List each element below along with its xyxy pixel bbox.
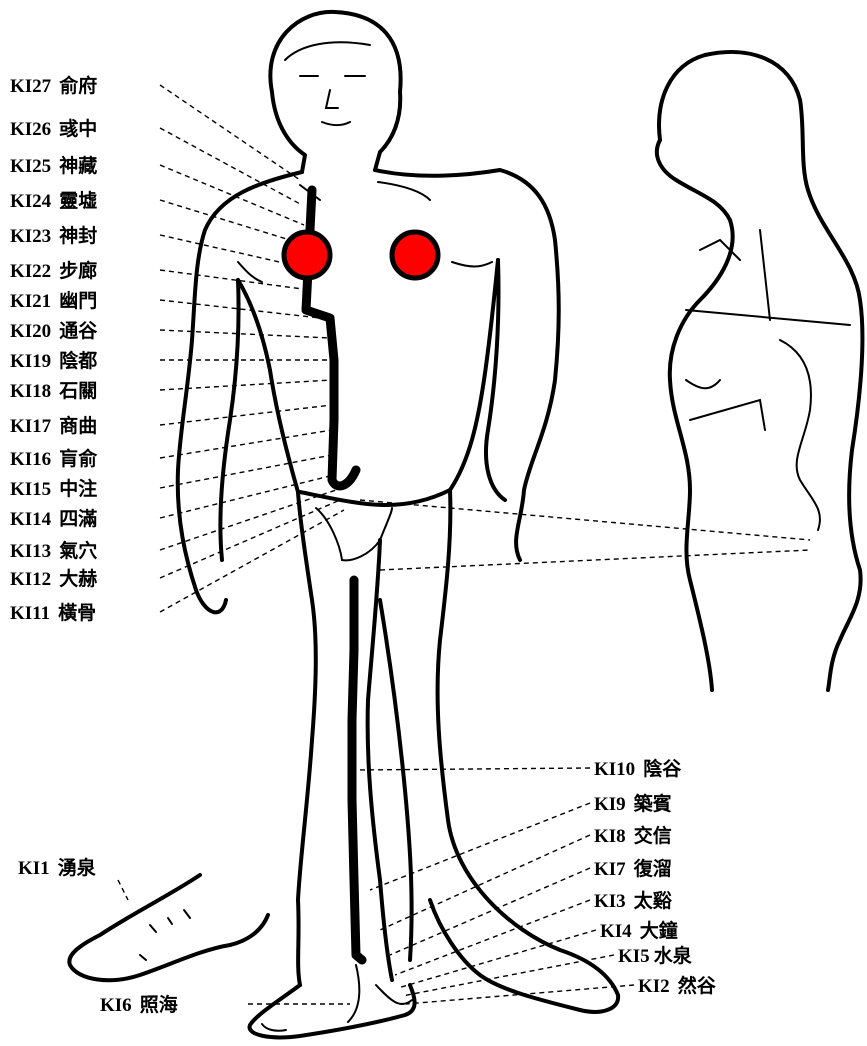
red-marker-right-chest bbox=[392, 232, 438, 278]
front-body-outline bbox=[69, 12, 618, 1037]
side-body-outline bbox=[657, 52, 863, 690]
red-marker-left-chest bbox=[284, 232, 330, 278]
meridian-lines bbox=[306, 190, 412, 1022]
